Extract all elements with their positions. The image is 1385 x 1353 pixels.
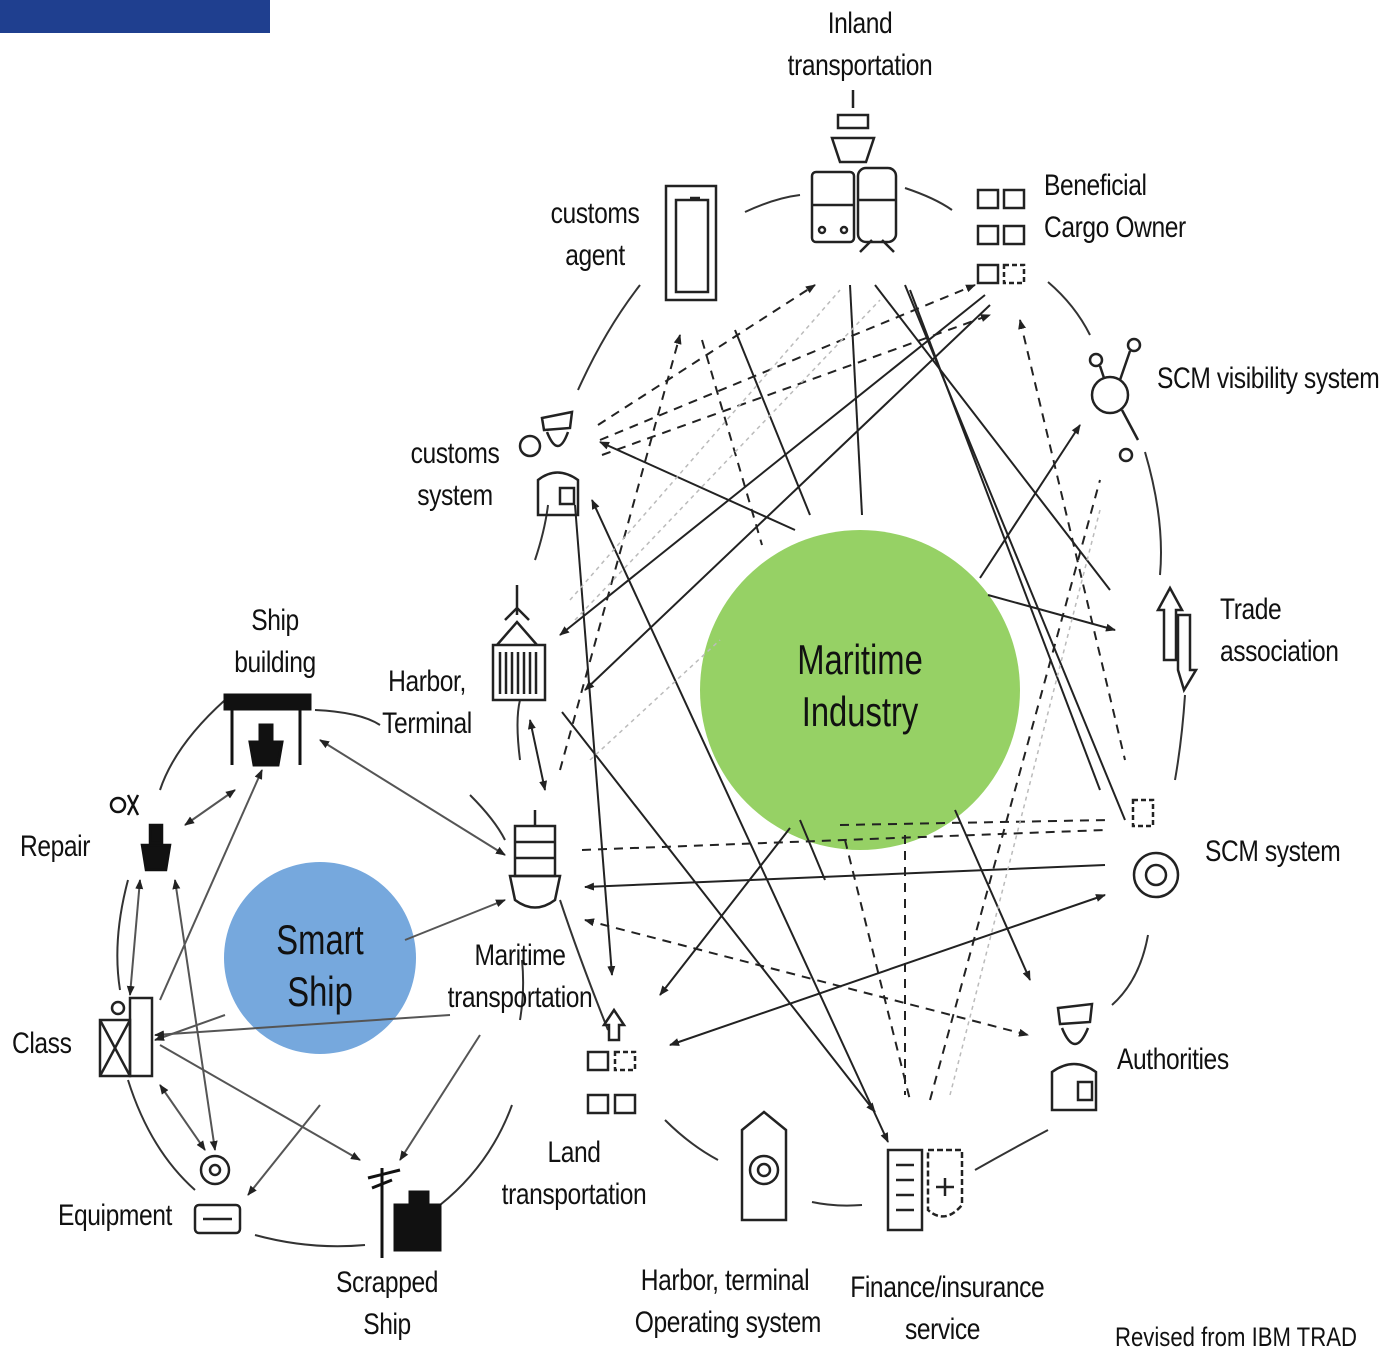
header-banner — [0, 0, 270, 33]
label-line: Terminal — [382, 707, 472, 740]
label-line: customs — [410, 437, 500, 470]
label-harbor-os: Harbor, terminal Operating system — [634, 1260, 822, 1344]
label-scm-system: SCM system — [1205, 835, 1341, 868]
label-line: Land — [547, 1136, 601, 1169]
label-customs-agent: customs agent — [542, 193, 649, 277]
gear-house-icon — [740, 1110, 788, 1222]
label-line: transportation — [787, 49, 933, 82]
label-equipment: Equipment — [58, 1199, 172, 1232]
label-line: service — [904, 1313, 981, 1346]
label-repair: Repair — [20, 830, 91, 863]
smart-ship-circle — [224, 862, 416, 1054]
label-line: Maritime — [474, 939, 566, 972]
label-authorities: Authorities — [1117, 1043, 1229, 1076]
ship-train-truck-icon — [810, 90, 898, 253]
label-beneficial: Beneficial Cargo Owner — [1044, 165, 1186, 249]
label-scm-visibility: SCM visibility system — [1157, 362, 1380, 395]
solid-connections — [527, 284, 1126, 1143]
officer-icon — [1050, 1002, 1098, 1112]
label-line: Operating system — [634, 1306, 822, 1339]
label-ship-building: Ship building — [222, 600, 329, 684]
label-trade: Trade association — [1220, 589, 1339, 673]
boxes-arrow-icon — [586, 1007, 637, 1115]
label-line: Inland — [827, 7, 893, 40]
hub-label-line: Maritime — [797, 636, 923, 683]
label-line: building — [234, 646, 316, 679]
label-line: Finance/insurance — [850, 1271, 1045, 1304]
label-maritime-transport: Maritime transportation — [438, 935, 602, 1019]
label-line: system — [417, 479, 493, 512]
label-customs-system: customs system — [402, 433, 509, 517]
document-icon — [664, 184, 718, 302]
gear-doc-icon — [1131, 798, 1180, 899]
equipment-icon — [193, 1154, 242, 1235]
maritime-industry-label: Maritime Industry — [782, 634, 938, 738]
source-footnote: Revised from IBM TRAD — [1115, 1322, 1357, 1352]
label-line: Ship — [251, 604, 299, 637]
label-line: Ship — [363, 1308, 411, 1341]
label-line: transportation — [447, 981, 593, 1014]
scrap-crane-icon — [367, 1168, 442, 1258]
label-line: customs — [550, 197, 640, 230]
smart-ship-label: Smart Ship — [258, 914, 383, 1018]
arrows-updown-icon — [1155, 585, 1199, 694]
hub-label-line: Ship — [287, 968, 353, 1015]
label-line: Beneficial — [1044, 169, 1147, 202]
label-harbor: Harbor, Terminal — [374, 661, 481, 745]
officer-icon — [518, 410, 580, 517]
label-finance: Finance/insurance service — [850, 1267, 1045, 1351]
maritime-ring — [516, 187, 1186, 1207]
label-inland: Inland transportation — [778, 3, 942, 87]
label-line: Harbor, — [388, 665, 466, 698]
label-scrapped: Scrapped Ship — [334, 1262, 441, 1346]
network-search-icon — [1088, 337, 1142, 463]
boxes-icon — [976, 188, 1026, 285]
repair-ship-icon — [109, 794, 172, 872]
label-line: agent — [565, 239, 625, 272]
shipyard-icon — [223, 693, 312, 767]
label-line: transportation — [501, 1178, 647, 1211]
label-class: Class — [12, 1027, 72, 1060]
class-building-icon — [98, 996, 154, 1078]
smartship-connections — [126, 739, 506, 1196]
label-line: Scrapped — [335, 1266, 439, 1299]
dashed-connections — [559, 284, 1126, 1101]
label-line: association — [1220, 635, 1339, 668]
faded-connections — [569, 289, 1101, 1096]
hub-label-line: Smart — [276, 916, 364, 963]
cargo-ship-icon — [508, 810, 562, 909]
label-line: Trade — [1220, 593, 1282, 626]
crane-container-icon — [491, 585, 547, 702]
label-line: Cargo Owner — [1044, 211, 1186, 244]
label-line: Harbor, terminal — [640, 1264, 810, 1297]
hub-label-line: Industry — [801, 688, 919, 735]
label-land: Land transportation — [492, 1132, 656, 1216]
finance-shield-icon — [886, 1148, 964, 1232]
